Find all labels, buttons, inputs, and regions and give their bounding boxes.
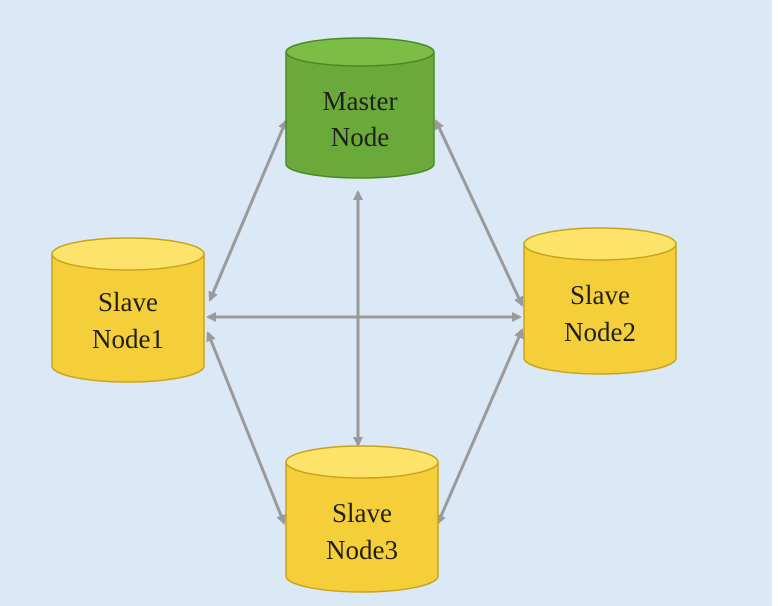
slave-node2-top (523, 227, 677, 261)
right-edge-border (772, 0, 778, 606)
master-node-body (285, 52, 435, 179)
master-node-label-line1: Master (323, 86, 398, 116)
slave-node2-label-line1: Slave (570, 280, 630, 310)
arrow-slave1-slave3 (206, 331, 286, 525)
master-node: Master Node (285, 37, 435, 179)
master-node-top (285, 37, 435, 67)
slave-node1-label-line1: Slave (98, 287, 158, 317)
slave-node3: Slave Node3 (285, 445, 439, 593)
slave-node3-label-line1: Slave (332, 498, 392, 528)
slave-node3-label-line2: Node3 (326, 535, 398, 565)
slave-node1-top (51, 237, 205, 271)
slave-node2-label-line2: Node2 (564, 317, 636, 347)
slave-node1-label-line2: Node1 (92, 324, 164, 354)
slave-node2: Slave Node2 (523, 227, 677, 375)
slave-node2-body (523, 244, 677, 375)
connections-layer (206, 119, 524, 525)
arrow-master-slave2 (434, 119, 524, 307)
slave-node1: Slave Node1 (51, 237, 205, 383)
slave-node1-body (51, 254, 205, 383)
master-node-label-line2: Node (331, 122, 389, 152)
slave-node3-body (285, 462, 439, 593)
arrow-master-slave1 (208, 119, 288, 302)
slave-node3-top (285, 445, 439, 479)
arrow-slave2-slave3 (436, 328, 524, 525)
